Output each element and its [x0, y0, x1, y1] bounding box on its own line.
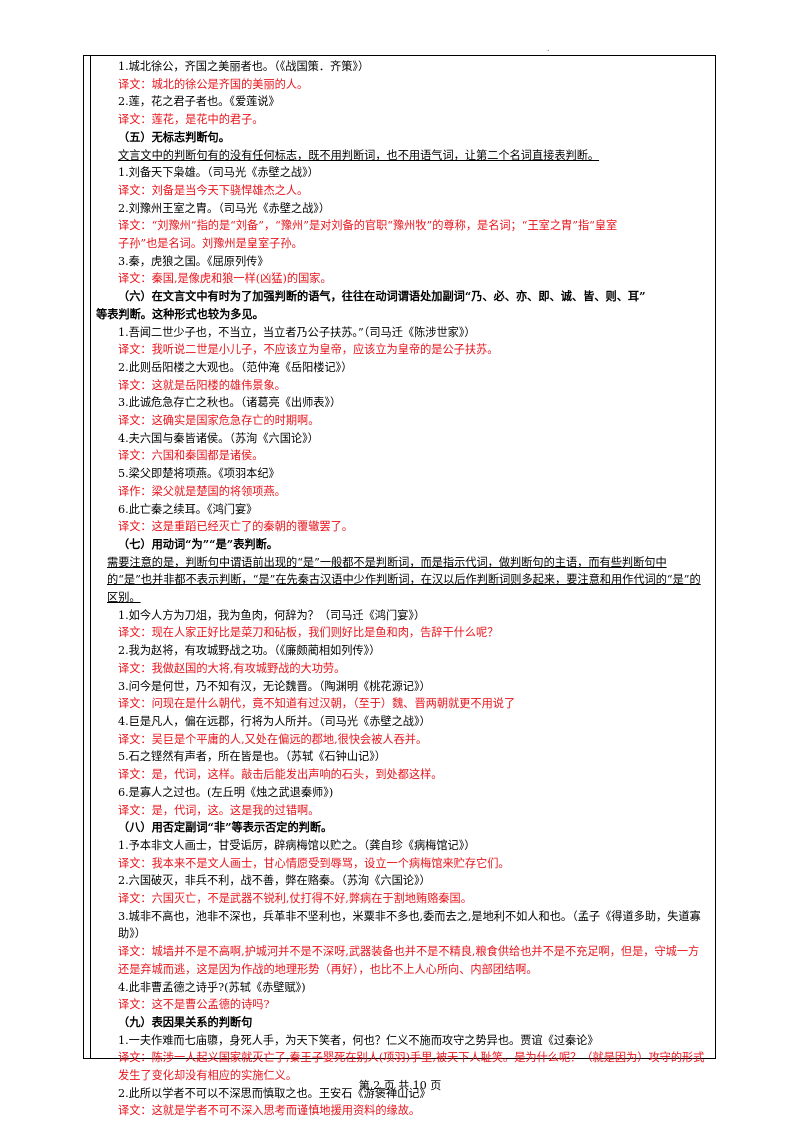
text-line: 译文：秦国,是像虎和狼一样(凶猛)的国家。	[118, 272, 332, 286]
frame-divider	[90, 55, 91, 1059]
document-body: 1.城北徐公，齐国之美丽者也。（《战国策．齐策》） 译文：城北的徐公是齐国的美丽的…	[96, 58, 710, 1120]
text-line: （五）无标志判断句。	[118, 129, 230, 144]
text-line: 译文：六国灭亡，不是武器不锐利,仗打得不好,弊病在于割地贿赂秦国。	[118, 892, 472, 906]
text-line: 译文：我做赵国的大将,有攻城野战的大功劳。	[118, 661, 346, 675]
text-line: 4.巨是凡人，偏在远郡，行将为人所并。（司马光《赤壁之战》）	[118, 715, 431, 728]
text-line: 4.夫六国与秦皆诸侯。（苏洵《六国论》）	[118, 431, 319, 445]
text-line: 6.是寡人之过也。(左丘明《烛之武退秦师》)	[118, 785, 334, 799]
text-line: 译文：吴巨是个平庸的人,又处在偏远的郡地,很快会被人吞并。	[118, 732, 428, 746]
text-line: 3.秦，虎狼之国。《屈原列传》	[118, 254, 269, 268]
text-line: 子孙”也是名词。刘豫州是皇室子孙。	[118, 237, 303, 251]
text-line: 1.吾闻二世少子也，不当立，当立者乃公子扶苏。”（司马迁《陈涉世家》）	[118, 325, 476, 339]
text-line: 5.石之铿然有声者，所在皆是也。（苏轼《石钟山记》）	[118, 750, 386, 764]
text-line: 需要注意的是，判断句中谓语前出现的“是”一般都不是判断词，而是指示代词，做判断句…	[107, 555, 701, 605]
text-line: 译文：这就是学者不可不深入思考而谨慎地援用资料的缘故。	[118, 1104, 421, 1118]
text-line: 译作：梁父就是楚国的将领项燕。	[118, 484, 286, 498]
text-line: 译文：城北的徐公是齐国的美丽的人。	[118, 77, 309, 91]
page-footer: 第 2 页 共 10 页	[358, 1079, 442, 1092]
text-line: 6.此亡秦之续耳。《鸿门宴》	[118, 502, 258, 516]
text-line: 2.六国破灭，非兵不利，战不善，弊在赂秦。（苏洵《六国论》）	[118, 874, 431, 888]
text-line: 5.梁父即楚将项燕。《项羽本纪》	[118, 467, 280, 481]
text-line: （九）表因果关系的判断句	[118, 1014, 253, 1029]
text-line: 译文：城墙并不是不高啊,护城河并不是不深呀,武器装备也并不是不精良,粮食供给也并…	[118, 945, 700, 976]
header-mark: .	[547, 44, 550, 53]
text-line: 译文：这就是岳阳楼的雄伟景象。	[118, 378, 286, 392]
text-line: 译文：是，代词，这。这是我的过错啊。	[118, 803, 320, 817]
text-line: 3.此诚危急存亡之秋也。（诸葛亮《出师表》）	[118, 396, 342, 410]
text-line: 3.问今是何世，乃不知有汉，无论魏晋。（陶渊明《桃花源记》）	[118, 679, 431, 693]
text-line: 等表判断。这种形式也较为多见。	[96, 306, 264, 321]
text-line: （七）用动词“为”“是”表判断。	[118, 536, 278, 551]
text-line: 译文：陈涉一人起义国家就灭亡了,秦王子婴死在别人(项羽)手里,被天下人耻笑。是为…	[118, 1051, 705, 1083]
text-line: 译文：莲花，是花中的君子。	[118, 113, 264, 127]
text-line: 文言文中的判断句有的没有任何标志，既不用判断词，也不用语气词，让第二个名词直接表…	[118, 148, 600, 162]
text-line: 4.此非曹孟德之诗乎?(苏轼《赤壁赋》)	[118, 980, 306, 994]
text-line: 译文：是，代词，这样。敲击后能发出声响的石头，到处都这样。	[118, 768, 443, 782]
text-line: 1.一夫作难而七庙隳，身死人手，为天下笑者，何也？仁义不施而攻守之势异也。贾谊《…	[118, 1033, 599, 1047]
text-line: 译文：刘备是当今天下骁悍雄杰之人。	[118, 183, 309, 197]
text-line: 1.城北徐公，齐国之美丽者也。（《战国策．齐策》）	[118, 60, 370, 73]
text-line: （八）用否定副词“非”等表示否定的判断。	[118, 820, 333, 835]
text-line: 2.此所以学者不可以不深思而慎取之也。王安石《游褒禅山记》	[118, 1086, 431, 1100]
text-line: 2.刘豫州王室之胄。（司马光《赤壁之战》）	[118, 201, 331, 215]
text-line: 译文：“刘豫州”指的是“刘备”，“豫州”是对刘备的官职“豫州牧”的尊称，是名词；…	[118, 219, 618, 233]
text-line: 译文：我本来不是文人画士，甘心情愿受到辱骂，设立一个病梅馆来贮存它们。	[118, 856, 510, 870]
content-frame	[83, 55, 716, 1059]
text-line: 3.城非不高也，池非不深也，兵革非不坚利也，米粟非不多也,委而去之,是地利不如人…	[118, 909, 701, 941]
text-line: 2.莲，花之君子者也。《爱莲说》	[118, 95, 280, 109]
text-line: 译文：这不是曹公孟德的诗吗?	[118, 998, 270, 1012]
text-line: 译文：我听说二世是小儿子，不应该立为皇帝，应该立为皇帝的是公子扶苏。	[118, 343, 499, 357]
text-line: 译文：现在人家正好比是菜刀和砧板，我们则好比是鱼和肉，告辞干什么呢？	[118, 626, 499, 640]
text-line: 译文：六国和秦国都是诸侯。	[118, 449, 264, 463]
text-line: （六）在文言文中有时为了加强判断的语气，往往在动词谓语处加副词“乃、必、亦、即、…	[118, 289, 646, 304]
text-line: 译文：这确实是国家危急存亡的时期啊。	[118, 414, 320, 428]
text-line: 译文：问现在是什么朝代，竟不知道有过汉朝，（至于）魏、晋两朝就更不用说了	[118, 697, 516, 711]
text-line: 1.予本非文人画士，甘受诟厉，辟病梅馆以贮之。（龚自珍《病梅馆记》）	[118, 838, 476, 852]
text-line: 1.刘备天下枭雄。（司马光《赤壁之战》）	[118, 166, 319, 180]
text-line: 1.如今人方为刀俎，我为鱼肉，何辞为？（司马迁《鸿门宴》）	[118, 608, 426, 622]
text-line: 译文：这是重蹈已经灭亡了的秦朝的覆辙罢了。	[118, 520, 353, 534]
text-line: 2.我为赵将，有攻城野战之功。（《廉颇蔺相如列传》）	[118, 644, 381, 658]
text-line: 2.此则岳阳楼之大观也。（范仲淹《岳阳楼记》）	[118, 360, 353, 374]
